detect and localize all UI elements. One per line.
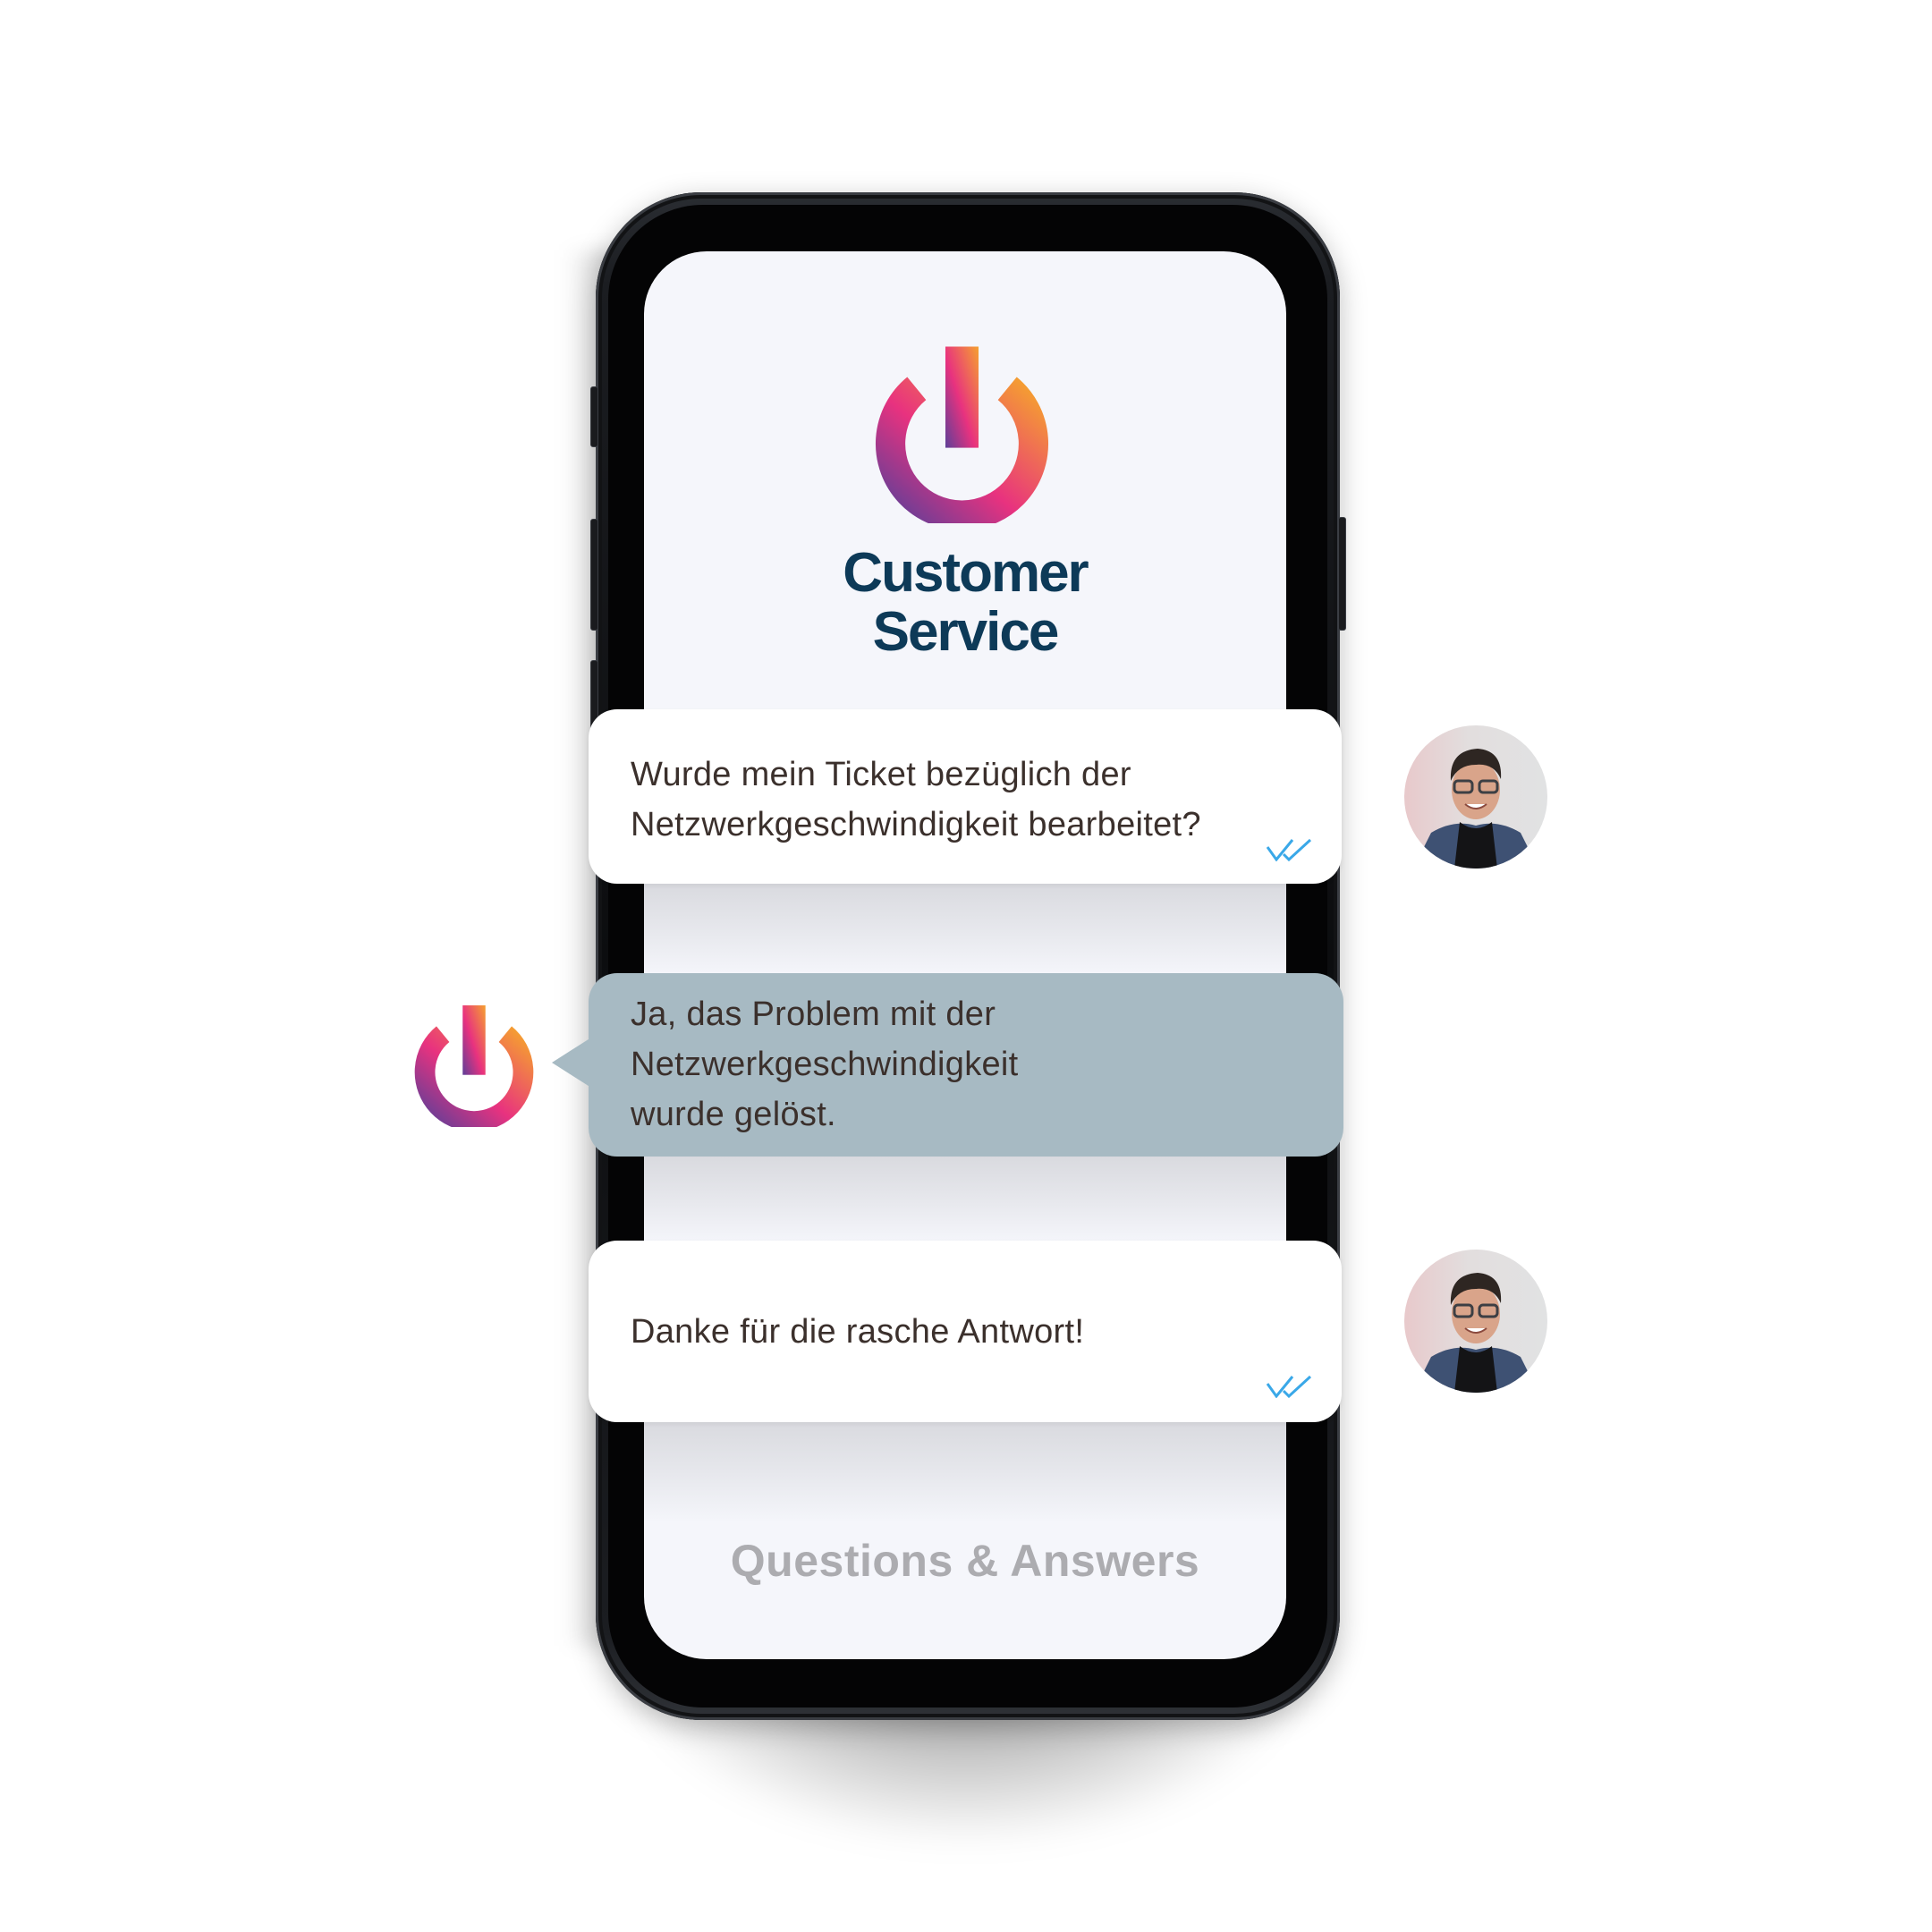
phone-power-button [1338, 517, 1346, 631]
customer-avatar [1404, 1250, 1547, 1393]
chat-message-customer: Danke für die rasche Antwort! [589, 1241, 1342, 1422]
chat-gap-shade [644, 1157, 1286, 1241]
support-power-icon [414, 1005, 534, 1127]
chat-gap-shade [644, 1422, 1286, 1521]
chat-message-support: Ja, das Problem mit der Netzwerkgeschwin… [589, 973, 1343, 1157]
message-text: Danke für die rasche Antwort! [631, 1313, 1085, 1351]
person-icon [1413, 1273, 1538, 1393]
phone-screen [644, 251, 1286, 1659]
message-text: Wurde mein Ticket bezüglich der Netzwerk… [631, 756, 1201, 843]
customer-avatar [1404, 725, 1547, 869]
power-icon [876, 346, 1048, 523]
app-title-line2: Service [872, 601, 1060, 663]
double-check-icon [1266, 1375, 1312, 1398]
app-title-line1: Customer [843, 542, 1089, 604]
bubble-tail [552, 1038, 591, 1088]
questions-answers-label: Questions & Answers [730, 1536, 1200, 1586]
person-icon [1413, 749, 1538, 869]
chat-message-customer: Wurde mein Ticket bezüglich der Netzwerk… [589, 709, 1342, 884]
phone-silent-switch [590, 386, 598, 447]
phone-volume-up-button [590, 519, 598, 631]
chat-gap-shade [644, 884, 1286, 973]
double-check-icon [1266, 838, 1312, 861]
message-text: Ja, das Problem mit der Netzwerkgeschwin… [631, 996, 1019, 1133]
